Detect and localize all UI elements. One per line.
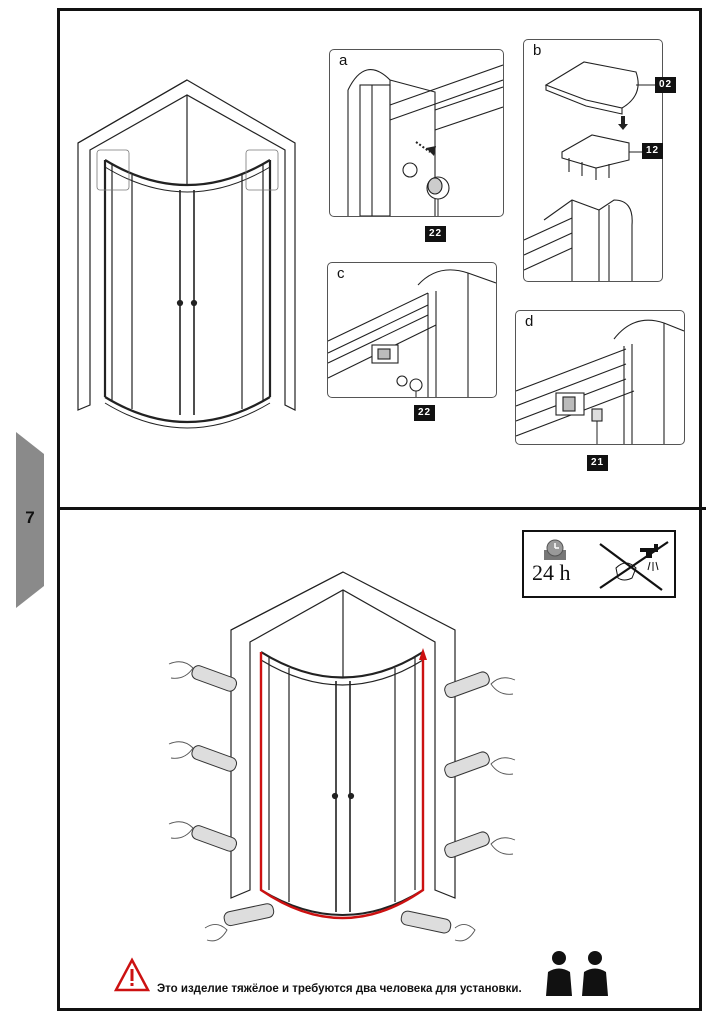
panel-label: d [525, 313, 534, 330]
part-badge-22-c: 22 [414, 405, 436, 421]
clock-icon [544, 539, 566, 560]
panel-label: b [533, 42, 542, 59]
warning-text: Это изделие тяжёлое и требуются два чело… [157, 983, 522, 995]
curing-time-text: 24 h [532, 560, 571, 585]
two-people-icon [546, 951, 608, 996]
detail-panel-a: a [329, 49, 504, 217]
stopper-install-drawing [328, 269, 496, 397]
detail-panel-b: b [523, 39, 663, 282]
panel-label: c [337, 265, 345, 282]
part-badge-21: 21 [587, 455, 609, 471]
panel-label: a [339, 52, 348, 69]
part-badge-22: 22 [425, 226, 447, 242]
no-water-icon [599, 541, 669, 591]
warning-triangle-icon [113, 957, 151, 992]
part-badge-02: 02 [655, 77, 677, 93]
detail-panel-d: d [515, 310, 685, 445]
section-divider [57, 507, 706, 510]
page-number: 7 [25, 508, 35, 527]
stopper-final-drawing [516, 319, 684, 444]
shower-enclosure-illustration [77, 79, 296, 429]
profile-detail-drawing [347, 64, 503, 216]
page-tab [16, 432, 44, 608]
curing-notice-box: 24 h [522, 530, 676, 598]
cap-assembly-drawing [524, 61, 659, 281]
part-badge-12: 12 [642, 143, 664, 159]
sealing-illustration [168, 571, 516, 942]
detail-panel-c: c [327, 262, 497, 398]
